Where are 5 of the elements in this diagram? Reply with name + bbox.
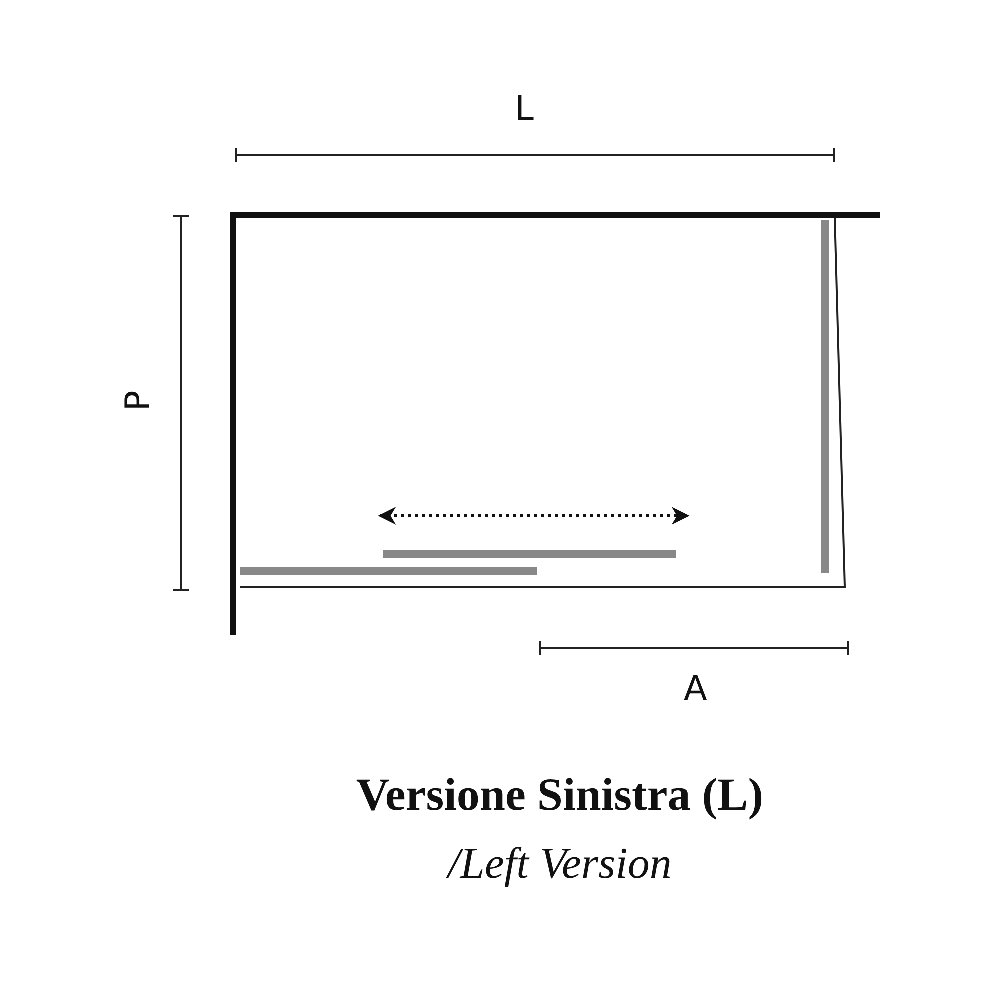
dimension-label: L [515,92,534,126]
title: Versione Sinistra (L) [355,768,765,821]
dimension-label: P [121,390,156,412]
caption: /Left Version [445,838,673,889]
dimension-label: A [684,672,708,706]
